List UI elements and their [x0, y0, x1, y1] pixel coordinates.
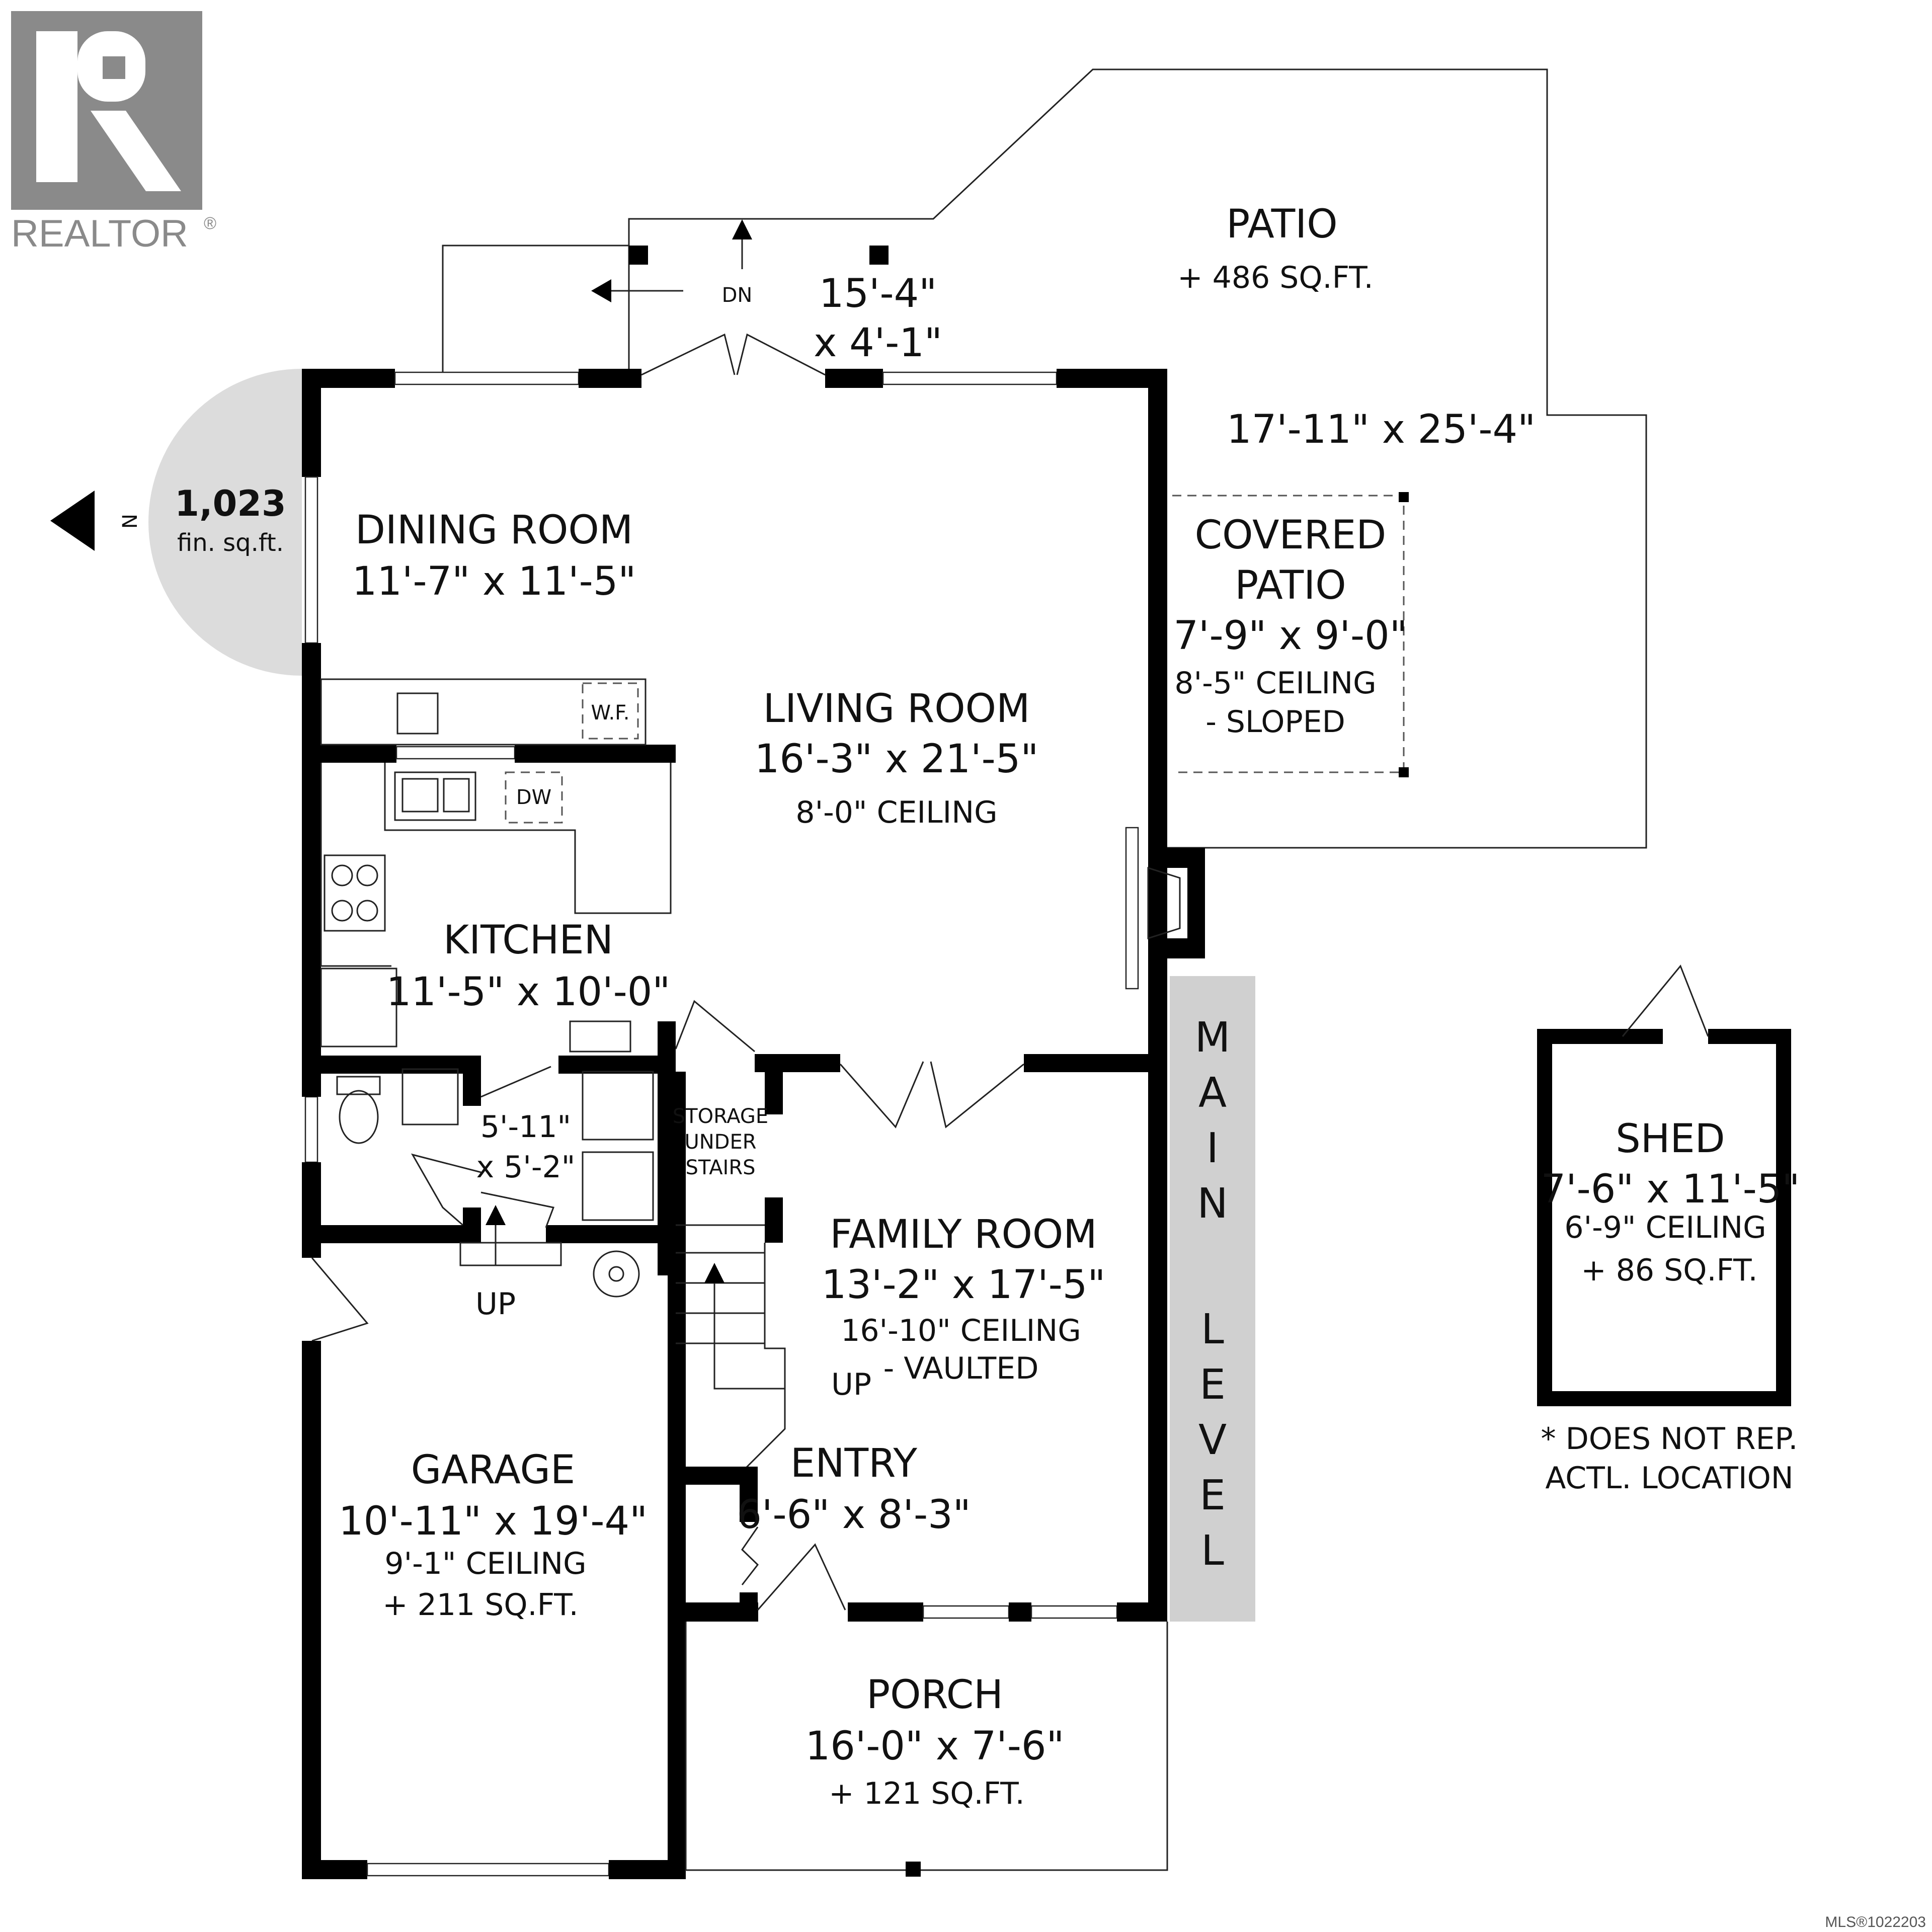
shed-note-1: * DOES NOT REP.: [1541, 1421, 1798, 1457]
shed-size: 7'-6" x 11'-5": [1541, 1167, 1800, 1212]
garage-size: 10'-11" x 19'-4": [339, 1499, 648, 1544]
covered-patio-size: 7'-9" x 9'-0": [1173, 613, 1407, 659]
shed-area: + 86 SQ.FT.: [1581, 1253, 1757, 1288]
entry-size: 6'-6" x 8'-3": [737, 1492, 971, 1538]
registered-mark: ®: [204, 214, 216, 233]
shower-icon: [401, 1068, 459, 1125]
kitchen-name: KITCHEN: [443, 918, 613, 963]
laundry-up-label: UP: [475, 1286, 516, 1322]
level-letter-1: M: [1195, 1014, 1231, 1062]
bath-size-line2: x 5'-2": [476, 1150, 576, 1185]
stove-icon: [324, 854, 386, 932]
arrow-left-icon: [591, 279, 611, 302]
patio-size: 17'-11" x 25'-4": [1227, 407, 1536, 452]
level-letter-5: L: [1201, 1306, 1224, 1353]
living-room-size: 16'-3" x 21'-5": [755, 737, 1038, 782]
main-level-band: M A I N L E V E L: [1170, 976, 1255, 1622]
realtor-wordmark: REALTOR: [11, 212, 188, 255]
kitchen-sink-icon: [394, 771, 476, 821]
shed: SHED 7'-6" x 11'-5" 6'-9" CEILING + 86 S…: [1537, 964, 1800, 1496]
room-labels: PATIO + 486 SQ.FT. 17'-11" x 25'-4" DN 1…: [339, 202, 1536, 1811]
arrow-up-icon-stairs: [704, 1263, 725, 1283]
patio-outline: [442, 68, 1647, 849]
shed-note-2: ACTL. LOCATION: [1545, 1461, 1793, 1496]
water-heater-icon: [593, 1250, 640, 1298]
garage-name: GARAGE: [411, 1447, 576, 1493]
finished-area: 1,023: [175, 483, 286, 524]
bath-size-line1: 5'-11": [480, 1109, 571, 1145]
level-letter-2: A: [1198, 1069, 1227, 1117]
patio-area: + 486 SQ.FT.: [1177, 260, 1373, 295]
level-letter-9: L: [1201, 1527, 1224, 1575]
house-walls: W.F. DW: [302, 333, 1205, 1879]
family-room-size: 13'-2" x 17'-5": [822, 1262, 1105, 1308]
finished-area-unit: fin. sq.ft.: [177, 529, 284, 557]
kitchen-size: 11'-5" x 10'-0": [386, 970, 670, 1015]
level-letter-4: N: [1197, 1180, 1228, 1228]
level-letter-7: V: [1198, 1416, 1227, 1464]
covered-patio-name-1: COVERED: [1195, 513, 1387, 558]
family-room-name: FAMILY ROOM: [830, 1212, 1097, 1257]
dishwasher-label: DW: [516, 786, 551, 809]
family-room-ceiling: 16'-10" CEILING: [841, 1313, 1081, 1348]
shed-name: SHED: [1616, 1116, 1725, 1162]
toilet-icon: [339, 1090, 379, 1144]
arrow-up-icon-laundry: [486, 1205, 506, 1225]
porch-name: PORCH: [866, 1672, 1003, 1718]
level-letter-6: E: [1199, 1361, 1226, 1409]
dining-room-size: 11'-7" x 11'-5": [352, 559, 636, 604]
porch-area: + 121 SQ.FT.: [829, 1776, 1024, 1811]
sink-icon: [396, 692, 439, 735]
living-room-ceiling: 8'-0" CEILING: [795, 795, 997, 830]
garage-area: + 211 SQ.FT.: [382, 1587, 578, 1623]
covered-patio-name-2: PATIO: [1235, 563, 1346, 608]
covered-patio-ceiling: 8'-5" CEILING: [1174, 666, 1376, 701]
north-arrow-icon: [50, 491, 95, 551]
porch-size: 16'-0" x 7'-6": [806, 1724, 1065, 1769]
storage-line3: STAIRS: [685, 1156, 755, 1179]
storage-line1: STORAGE: [673, 1105, 768, 1128]
shed-ceiling: 6'-9" CEILING: [1564, 1210, 1766, 1245]
north-badge: N 1,023 fin. sq.ft.: [50, 369, 302, 676]
level-letter-8: E: [1199, 1472, 1226, 1519]
north-label: N: [119, 514, 142, 529]
deck-size-line2: x 4'-1": [814, 320, 942, 366]
wood-fireplace-label: W.F.: [591, 701, 630, 725]
deck-dn-label: DN: [722, 284, 753, 307]
garage-ceiling: 9'-1" CEILING: [384, 1546, 586, 1581]
mls-watermark: MLS®1022203: [1825, 1914, 1926, 1930]
dining-room-name: DINING ROOM: [355, 508, 633, 553]
family-room-note: - VAULTED: [883, 1351, 1039, 1386]
realtor-logo: REALTOR ®: [11, 11, 216, 255]
deck-size-line1: 15'-4": [819, 271, 937, 316]
stairs-up-label: UP: [831, 1367, 871, 1402]
storage-line2: UNDER: [684, 1131, 756, 1154]
covered-patio-outline: [1172, 492, 1409, 777]
patio-name: PATIO: [1226, 202, 1337, 247]
dryer-icon: [582, 1151, 654, 1221]
washer-icon: [582, 1071, 654, 1141]
arrow-up-icon: [732, 219, 752, 239]
entry-name: ENTRY: [790, 1441, 917, 1486]
covered-patio-note: - SLOPED: [1205, 704, 1345, 740]
level-letter-3: I: [1206, 1124, 1219, 1172]
living-room-name: LIVING ROOM: [763, 686, 1030, 732]
